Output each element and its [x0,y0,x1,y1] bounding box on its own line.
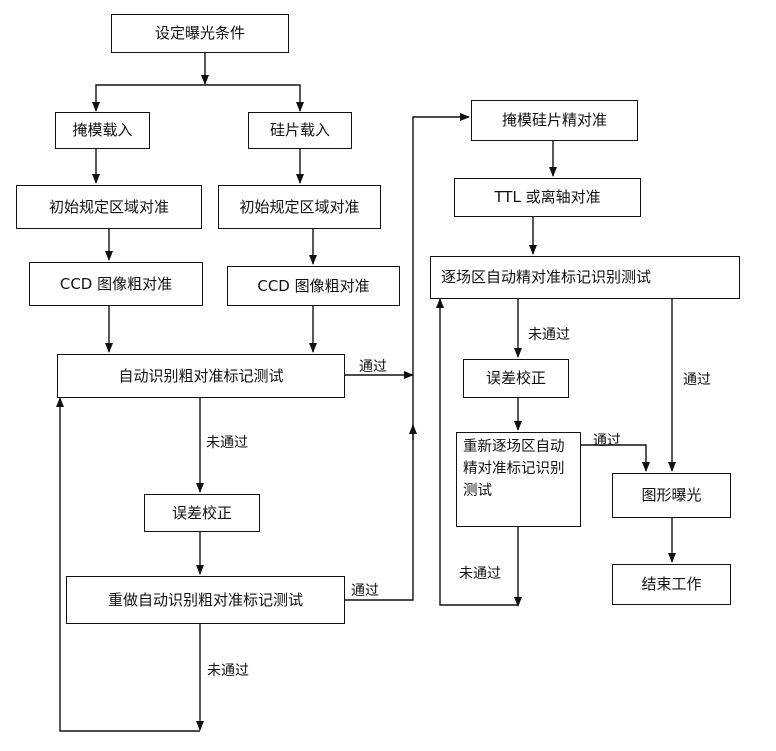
loop-back-to-field [436,298,518,606]
set-exposure-text: 设定曝光条件 [154,24,245,43]
label-fail-1: 未通过 [206,435,248,451]
end-work-text: 结束工作 [641,575,702,594]
error-correct-1-text: 误差校正 [171,503,232,522]
label-fail-3: 未通过 [528,327,570,343]
redo-field-test-text: 重新逐场区自动精对准标记识别测试 [463,439,565,499]
arrow-to-fine-align [412,113,470,440]
redo-field-test-box: 重新逐场区自动精对准标记识别测试 [456,432,581,527]
arrow-split-to-wafer-load [205,84,304,112]
redo-coarse-test-text: 重做自动识别粗对准标记测试 [107,590,303,609]
label-fail-2: 未通过 [207,663,249,679]
redo-coarse-test-box: 重做自动识别粗对准标记测试 [66,576,345,624]
mask-init-align-text: 初始规定区域对准 [48,197,169,216]
wafer-init-align-text: 初始规定区域对准 [239,197,360,216]
arrow-redo-field-pass [581,444,650,472]
wafer-ccd-coarse-text: CCD 图像粗对准 [257,276,370,295]
wafer-load-text: 硅片载入 [269,121,330,140]
arrow-redo-pass [345,424,417,601]
arrow-split-to-mask-load [92,84,205,112]
error-correct-2-text: 误差校正 [485,369,546,388]
loop-back-to-test [56,397,200,732]
label-pass-1: 通过 [359,359,387,375]
label-pass-2: 通过 [351,583,379,599]
field-fine-test-box: 逐场区自动精对准标记识别测试 [430,256,740,299]
wafer-ccd-coarse-box: CCD 图像粗对准 [227,266,400,306]
mask-wafer-fine-text: 掩模硅片精对准 [501,111,607,130]
error-correct-2-box: 误差校正 [463,359,569,398]
auto-coarse-test-text: 自动识别粗对准标记测试 [118,366,284,385]
set-exposure-box: 设定曝光条件 [111,14,289,53]
error-correct-1-box: 误差校正 [144,494,260,532]
wafer-load-box: 硅片载入 [248,112,352,149]
auto-coarse-test-box: 自动识别粗对准标记测试 [57,354,345,398]
label-pass-3: 通过 [683,372,711,388]
pattern-exposure-box: 图形曝光 [612,473,731,518]
label-pass-4: 通过 [593,433,621,449]
field-fine-test-text: 逐场区自动精对准标记识别测试 [441,268,652,287]
ttl-offaxis-box: TTL 或离轴对准 [454,178,641,217]
label-fail-4: 未通过 [459,566,501,582]
end-work-box: 结束工作 [612,564,731,605]
mask-init-align-box: 初始规定区域对准 [16,185,202,229]
wafer-init-align-box: 初始规定区域对准 [218,185,381,229]
ttl-offaxis-text: TTL 或离轴对准 [494,188,601,207]
mask-ccd-coarse-box: CCD 图像粗对准 [29,262,203,306]
mask-load-text: 掩模载入 [72,121,133,140]
mask-wafer-fine-box: 掩模硅片精对准 [471,100,638,141]
pattern-exposure-text: 图形曝光 [641,486,702,505]
mask-ccd-coarse-text: CCD 图像粗对准 [59,274,173,293]
mask-load-box: 掩模载入 [55,112,150,149]
